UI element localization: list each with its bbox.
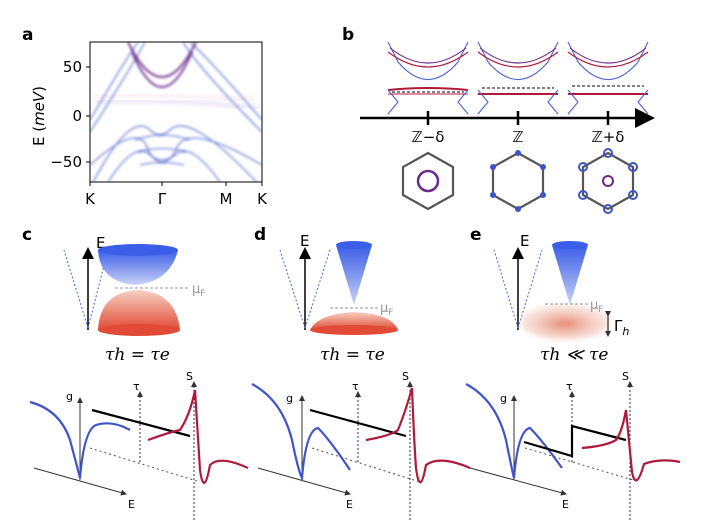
svg-text:μF: μF — [192, 282, 205, 299]
fermi-surface-hexagons — [403, 149, 637, 213]
eq-c: τh = τe — [105, 345, 170, 365]
transport-schematic-e: E g τ S — [466, 370, 680, 520]
svg-text:Γh: Γh — [614, 317, 629, 338]
transport-schematic-d: E g τ S — [252, 370, 470, 520]
xtick-K1: K — [85, 190, 96, 208]
svg-text:μF: μF — [590, 298, 603, 315]
xtick-K2: K — [257, 190, 268, 208]
ytick-50: 50 — [63, 58, 82, 76]
cone-diagram-d: E μF τh = τe — [280, 232, 398, 365]
eq-e: τh ≪ τe — [540, 345, 608, 365]
eq-d: τh = τe — [320, 345, 385, 365]
svg-text:E (meV): E (meV) — [30, 86, 48, 146]
y-axis-label: E (meV) — [30, 86, 48, 146]
panel-label-d: d — [254, 225, 266, 245]
svg-text:g: g — [66, 390, 73, 403]
panel-label-a: a — [22, 25, 33, 45]
svg-text:E: E — [562, 498, 569, 511]
panel-label-b: b — [342, 25, 354, 45]
label-z-minus-delta: ℤ−δ — [412, 128, 445, 146]
svg-text:μF: μF — [380, 301, 393, 318]
svg-text:E: E — [300, 232, 309, 250]
band-structure-plot: 50 0 −50 K Γ M K E (meV) — [30, 42, 268, 208]
svg-text:E: E — [128, 498, 135, 511]
xtick-M: M — [220, 190, 233, 208]
svg-text:τ: τ — [352, 380, 359, 393]
svg-text:E: E — [346, 498, 353, 511]
band-insets — [388, 42, 648, 114]
label-z: ℤ — [512, 128, 523, 146]
panel-label-c: c — [22, 225, 32, 245]
label-z-plus-delta: ℤ+δ — [592, 128, 625, 146]
ytick-0: 0 — [72, 107, 82, 125]
xtick-Gamma: Γ — [158, 190, 167, 208]
svg-text:τ: τ — [133, 380, 140, 393]
cone-diagram-c: E μF τh = τe — [64, 234, 205, 365]
cone-diagram-e: E μF Γh τh ≪ τe — [494, 232, 629, 365]
svg-text:g: g — [500, 392, 507, 405]
svg-text:S: S — [402, 370, 409, 383]
svg-text:E: E — [520, 232, 529, 250]
svg-text:S: S — [186, 370, 193, 383]
transport-schematic-c: E g τ S — [30, 370, 248, 520]
panel-label-e: e — [470, 225, 482, 245]
svg-text:g: g — [286, 392, 293, 405]
filling-axis: ℤ−δ ℤ ℤ+δ — [360, 111, 650, 146]
ytick-minus50: −50 — [50, 153, 82, 171]
svg-text:S: S — [622, 370, 629, 383]
svg-text:τ: τ — [566, 380, 573, 393]
